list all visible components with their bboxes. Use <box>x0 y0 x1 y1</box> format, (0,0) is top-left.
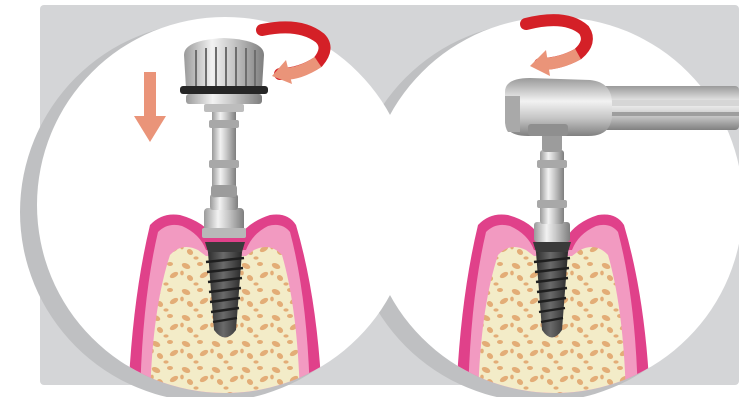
torque-wrench-right <box>505 78 739 136</box>
